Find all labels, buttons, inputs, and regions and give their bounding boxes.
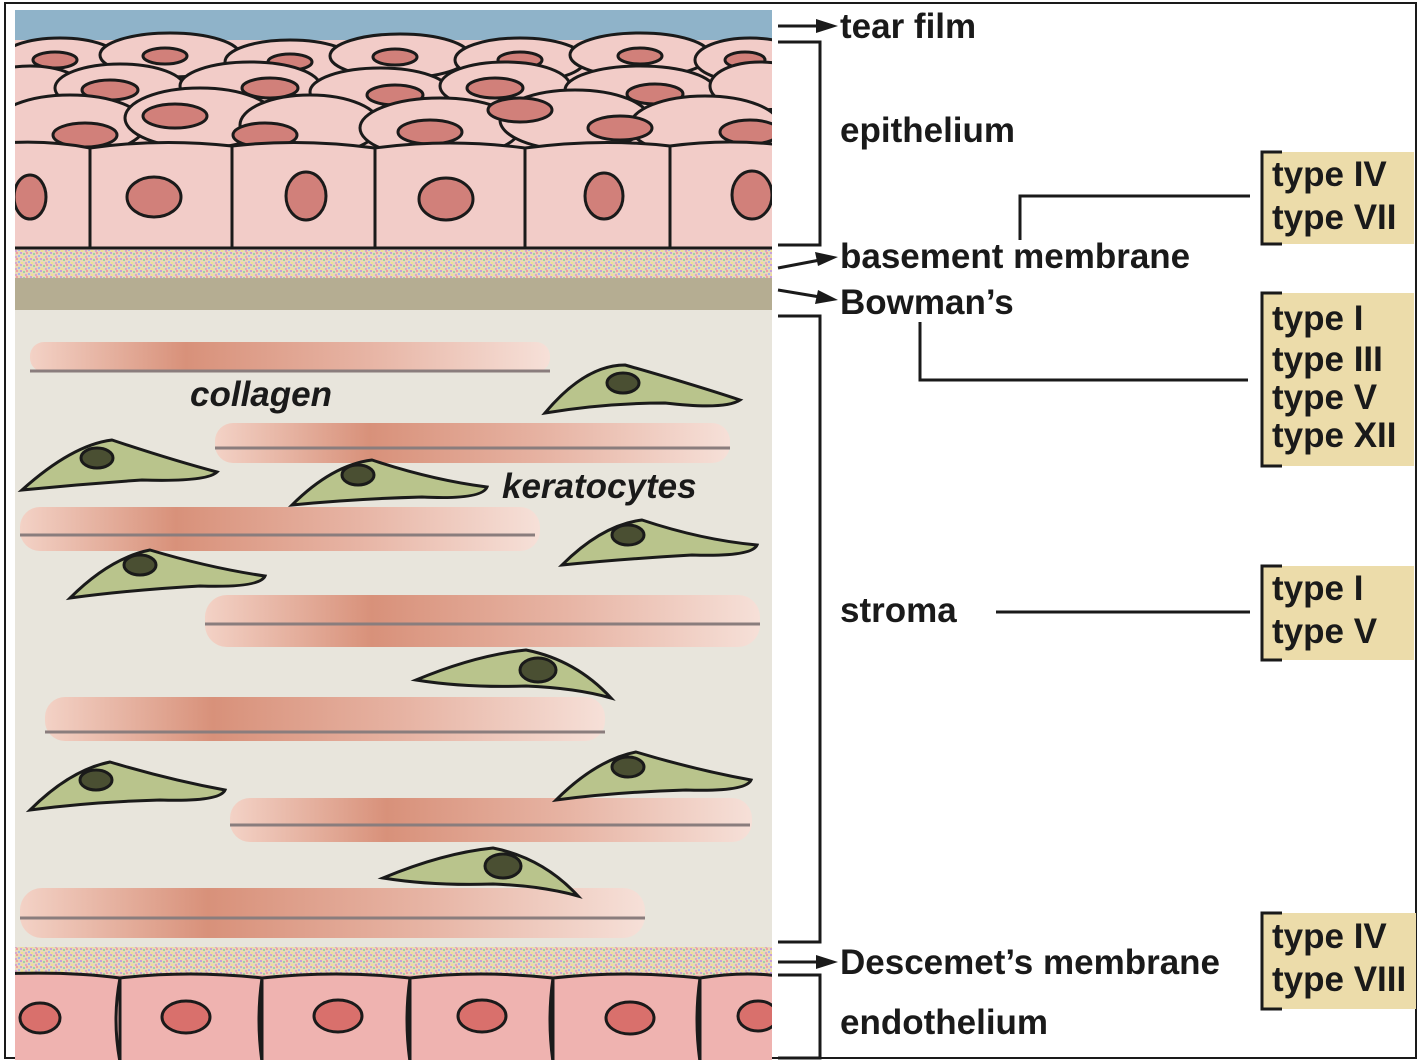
collagen-fiber [20, 888, 645, 938]
endothelial-cells [0, 973, 790, 1060]
collagen-type: type III [1272, 340, 1383, 379]
collagen-type: type IV [1272, 155, 1387, 194]
basement-membrane-label: basement membrane [840, 237, 1190, 276]
epithelium-label: epithelium [840, 111, 1015, 150]
collagen-type: type XII [1272, 416, 1396, 455]
collagen-fiber [205, 595, 760, 647]
layer-arrows [778, 19, 838, 969]
collagen-fiber [45, 697, 605, 741]
layer-brackets [778, 42, 820, 1058]
keratocytes-label: keratocytes [502, 467, 697, 506]
tear-film-label: tear film [840, 7, 976, 46]
collagen-fiber [230, 798, 752, 842]
arrow-icon [778, 252, 838, 268]
collagen-box-descemets: type IV type VIII [1262, 913, 1416, 1009]
arrow-icon [778, 19, 838, 33]
collagen-fiber [215, 423, 730, 463]
stroma-bracket [778, 316, 820, 942]
basal-cells-row [0, 142, 790, 248]
collagen-label: collagen [190, 375, 332, 414]
tissue-section [0, 10, 810, 1060]
epithelium-bracket [778, 42, 820, 245]
collagen-type: type I [1272, 299, 1363, 338]
descemets-layer [15, 947, 772, 975]
collagen-type: type IV [1272, 917, 1387, 956]
collagen-type: type V [1272, 378, 1378, 417]
endothelium-label: endothelium [840, 1003, 1048, 1042]
basement-membrane-layer [15, 250, 772, 278]
bowmans-layer [15, 278, 772, 310]
arrow-icon [778, 955, 838, 969]
collagen-type: type V [1272, 612, 1378, 651]
collagen-fiber [30, 342, 550, 372]
collagen-box-bowmans: type I type III type V type XII [1262, 293, 1414, 466]
descemets-label: Descemet’s membrane [840, 943, 1220, 982]
collagen-box-basement: type IV type VII [1262, 152, 1414, 244]
stroma-label: stroma [840, 591, 957, 630]
bowmans-label: Bowman’s [840, 283, 1014, 322]
collagen-type: type I [1272, 569, 1363, 608]
collagen-type: type VIII [1272, 960, 1406, 999]
collagen-fiber [20, 507, 540, 551]
arrow-icon [778, 290, 838, 304]
collagen-type: type VII [1272, 198, 1396, 237]
endothelium-bracket [778, 975, 820, 1058]
collagen-box-stroma: type I type V [1262, 566, 1414, 660]
layer-labels: tear film epithelium basement membrane B… [840, 7, 1220, 1042]
